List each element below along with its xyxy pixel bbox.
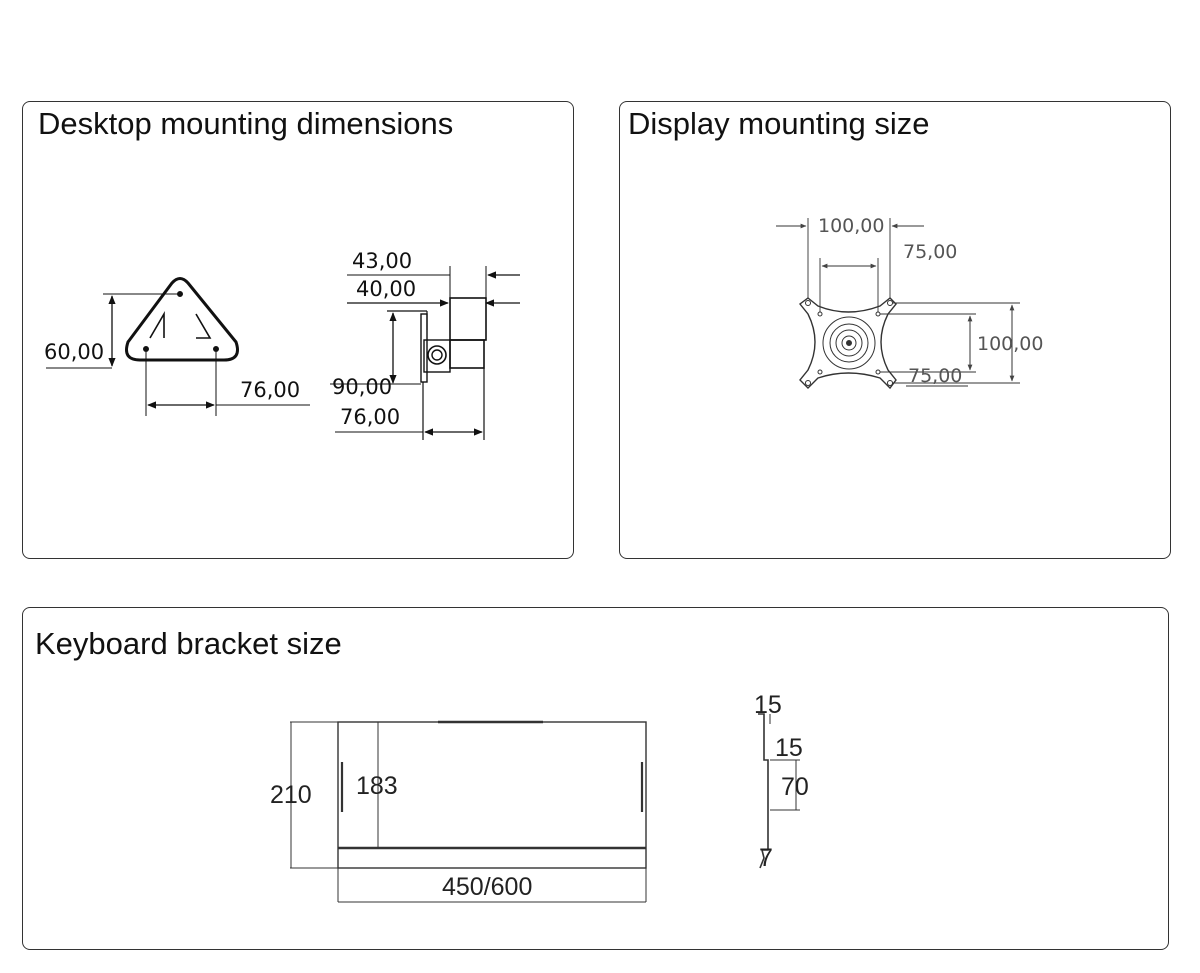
dim-profile-top: 15 (754, 691, 782, 719)
keyboard-bracket-panel: Keyboard bracket size (22, 607, 1169, 950)
dim-profile-step: 15 (775, 734, 803, 762)
display-mounting-title: Display mounting size (628, 106, 930, 141)
dim-clamp-top-1: 43,00 (352, 249, 412, 273)
keyboard-bracket-title: Keyboard bracket size (35, 626, 342, 661)
dim-profile-bottom: 7 (759, 844, 773, 872)
dim-tray-width: 450/600 (442, 873, 532, 901)
dim-clamp-top-2: 40,00 (356, 277, 416, 301)
clamp-side-drawing (330, 266, 520, 440)
dim-base-width: 76,00 (240, 378, 300, 402)
dim-clamp-depth: 76,00 (340, 405, 400, 429)
dim-base-height: 60,00 (44, 340, 104, 364)
dim-clamp-height: 90,00 (332, 375, 392, 399)
dim-vesa-inner-width: 75,00 (903, 241, 957, 263)
dim-vesa-outer-width: 100,00 (818, 215, 884, 237)
dim-tray-depth-inner: 183 (356, 772, 398, 800)
keyboard-tray-drawing (290, 720, 647, 903)
dim-vesa-outer-height: 100,00 (977, 333, 1043, 355)
desktop-mounting-title: Desktop mounting dimensions (38, 106, 454, 141)
dim-profile-height: 70 (781, 773, 809, 801)
display-mounting-panel: Display mounting size (619, 101, 1171, 559)
keyboard-profile-drawing (758, 713, 800, 869)
dim-vesa-inner-height: 75,00 (908, 365, 962, 387)
vesa-plate-drawing (776, 218, 1020, 390)
base-plate-drawing (46, 277, 310, 416)
dim-tray-depth-outer: 210 (270, 781, 312, 809)
